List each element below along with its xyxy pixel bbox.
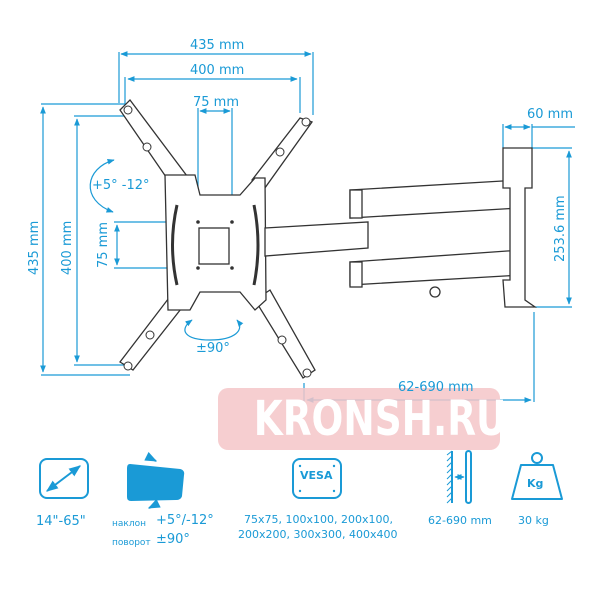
vesa-icon-text: VESA	[300, 469, 333, 482]
dim-top-outer: 435 mm	[190, 38, 245, 53]
tilt-value: +5°/-12°	[156, 513, 214, 528]
dim-top-inner: 400 mm	[190, 63, 245, 78]
vesa-patterns-line2: 200x200, 300x300, 400x400	[238, 528, 398, 541]
watermark-text: KRONSH.RU	[253, 391, 507, 447]
watermark-banner	[218, 388, 500, 450]
weight-icon	[531, 452, 543, 464]
tilt-screen-icon	[127, 463, 185, 502]
tilt-caption: наклон	[112, 519, 146, 529]
dim-vesa-h: 75 mm	[193, 95, 240, 110]
diagonal-arrow-icon	[39, 458, 89, 499]
dim-extension: 62-690 mm	[398, 380, 474, 395]
rotation-label: ±90°	[196, 341, 230, 356]
dim-left-inner: 400 mm	[60, 220, 75, 275]
vesa-patterns-line1: 75x75, 100x100, 200x100,	[244, 513, 393, 526]
distance-label: 62-690 mm	[428, 514, 492, 527]
weight-label: 30 kg	[518, 514, 549, 527]
tilt-label: +5° -12°	[92, 178, 150, 193]
dim-vesa-v: 75 mm	[96, 221, 111, 268]
dimension-lines	[40, 51, 575, 403]
mount-line-art	[119, 99, 538, 379]
swivel-caption: поворот	[112, 538, 151, 548]
dim-left-outer: 435 mm	[27, 220, 42, 275]
dim-wall-plate-height: 253.6 mm	[553, 195, 568, 262]
weight-icon-text: Kg	[527, 477, 544, 490]
dim-wall-plate-depth: 60 mm	[527, 107, 574, 122]
swivel-value: ±90°	[156, 532, 190, 547]
vesa-icon	[292, 458, 342, 499]
screen-size-label: 14"-65"	[36, 514, 86, 529]
